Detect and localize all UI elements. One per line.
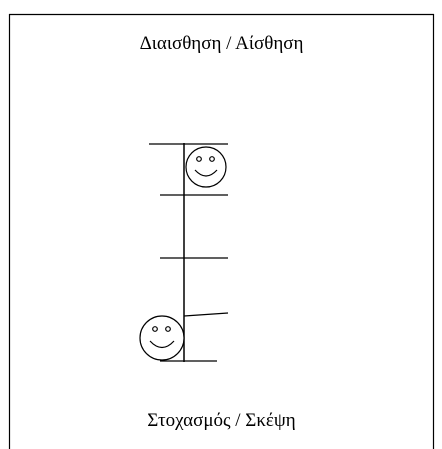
smiley-face-icon xyxy=(185,146,227,188)
tick-slanted xyxy=(183,312,229,317)
smiley-face-icon xyxy=(139,315,185,361)
bottom-label: Στοχασμός / Σκέψη xyxy=(147,410,296,431)
top-label: Διαισθηση / Αίσθηση xyxy=(139,33,304,54)
frame-border xyxy=(8,13,435,449)
scale-ticks xyxy=(149,143,229,362)
